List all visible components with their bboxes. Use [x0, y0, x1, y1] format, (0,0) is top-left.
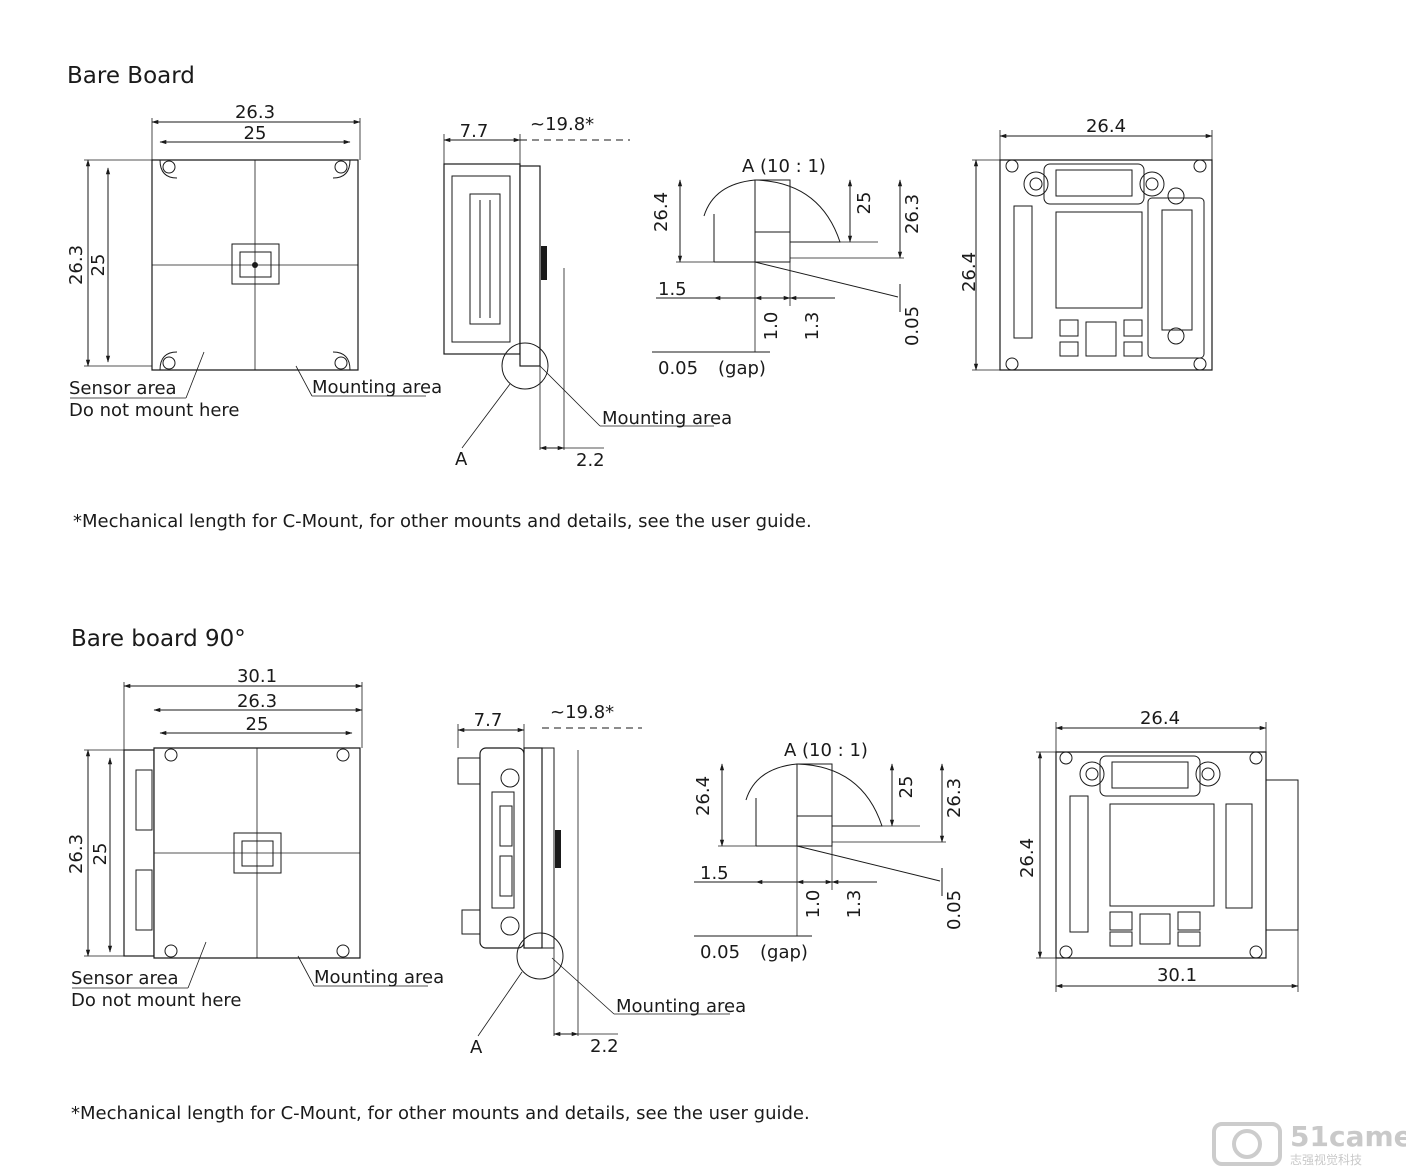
- section-title: Bare Board: [67, 63, 195, 89]
- dim-detail-v2: 1.3: [844, 890, 865, 919]
- label-detail-a: A: [470, 1037, 483, 1058]
- front-view: 26.3 25 26.3 25 Sensor area Do not mount…: [66, 102, 442, 421]
- section-bare-board-90: Bare board 90° 30.1 26.3 25: [66, 626, 1299, 1124]
- dim-detail-gap-v: 0.05: [902, 306, 923, 346]
- dim-width-outer: 26.3: [237, 691, 277, 712]
- dim-detail-left: 26.4: [651, 192, 672, 232]
- side-view: 7.7 ~19.8* 2.2 A Mounting area: [443, 114, 732, 471]
- dim-width-total: 30.1: [237, 666, 277, 687]
- dim-width-outer: 26.3: [235, 102, 275, 123]
- dim-width-inner: 25: [246, 714, 269, 735]
- dim-detail-gap: 0.05: [700, 942, 740, 963]
- dim-height-inner: 25: [88, 254, 109, 277]
- dim-detail-v1: 1.0: [803, 890, 824, 919]
- section-bare-board: Bare Board 26.3 25 26.3: [66, 63, 1213, 532]
- side-view: 7.7 ~19.8* 2.2 A Mounting area: [457, 702, 746, 1058]
- label-mounting-area-side: Mounting area: [616, 996, 746, 1017]
- dim-back-width: 26.4: [1086, 116, 1126, 137]
- label-mounting-area-side: Mounting area: [602, 408, 732, 429]
- dim-depth: 7.7: [474, 710, 503, 731]
- dim-offset: 2.2: [576, 450, 605, 471]
- dim-detail-left: 26.4: [693, 776, 714, 816]
- back-view: 26.4 26.4 30.1: [1017, 708, 1299, 992]
- dim-detail-right: 26.3: [902, 194, 923, 234]
- footnote: *Mechanical length for C-Mount, for othe…: [73, 511, 812, 532]
- label-do-not-mount: Do not mount here: [71, 990, 242, 1011]
- dim-height-outer: 26.3: [66, 245, 87, 285]
- front-view: 30.1 26.3 25 26.3 25 Sensor area Do not …: [66, 666, 444, 1011]
- dim-detail-gap: 0.05: [658, 358, 698, 379]
- dim-detail-gap-v: 0.05: [944, 890, 965, 930]
- dim-back-width: 26.4: [1140, 708, 1180, 729]
- dim-detail-gap-label: (gap): [718, 358, 766, 379]
- detail-title: A (10 : 1): [742, 156, 826, 177]
- detail-view: A (10 : 1) 26.4 25 26.3 1.5 1.0: [651, 156, 923, 379]
- dim-detail-v1: 1.0: [761, 312, 782, 341]
- detail-view: A (10 : 1) 26.4 25 26.3 1.5 1.0: [693, 740, 965, 963]
- dim-detail-gap-label: (gap): [760, 942, 808, 963]
- watermark-chinese: 志强视觉科技: [1290, 1152, 1362, 1167]
- dim-back-height: 26.4: [1017, 838, 1038, 878]
- watermark-brand: 51camera: [1290, 1120, 1406, 1153]
- dim-length: ~19.8*: [550, 702, 614, 723]
- dim-detail-right: 26.3: [944, 778, 965, 818]
- detail-title: A (10 : 1): [784, 740, 868, 761]
- dim-length: ~19.8*: [530, 114, 594, 135]
- footnote: *Mechanical length for C-Mount, for othe…: [71, 1103, 810, 1124]
- dim-back-height: 26.4: [959, 252, 980, 292]
- dim-detail-step: 1.5: [700, 863, 729, 884]
- dim-back-width-bottom: 30.1: [1157, 965, 1197, 986]
- back-view: 26.4 26.4: [959, 116, 1213, 371]
- watermark: 51camera 志强视觉科技: [1212, 1120, 1406, 1167]
- dim-detail-mid: 25: [854, 192, 875, 215]
- label-mounting-area-front: Mounting area: [312, 377, 442, 398]
- dim-width-inner: 25: [244, 123, 267, 144]
- dim-detail-step: 1.5: [658, 279, 687, 300]
- label-sensor-area: Sensor area: [69, 378, 177, 399]
- dim-detail-v2: 1.3: [802, 312, 823, 341]
- label-mounting-area-front: Mounting area: [314, 967, 444, 988]
- section-title: Bare board 90°: [71, 626, 246, 652]
- label-sensor-area: Sensor area: [71, 968, 179, 989]
- dim-height-inner: 25: [90, 843, 111, 866]
- dim-detail-mid: 25: [896, 776, 917, 799]
- label-do-not-mount: Do not mount here: [69, 400, 240, 421]
- dim-depth: 7.7: [460, 121, 489, 142]
- dim-height-outer: 26.3: [66, 834, 87, 874]
- label-detail-a: A: [455, 449, 468, 470]
- camera-logo-icon: [1212, 1122, 1282, 1166]
- dim-offset: 2.2: [590, 1036, 619, 1057]
